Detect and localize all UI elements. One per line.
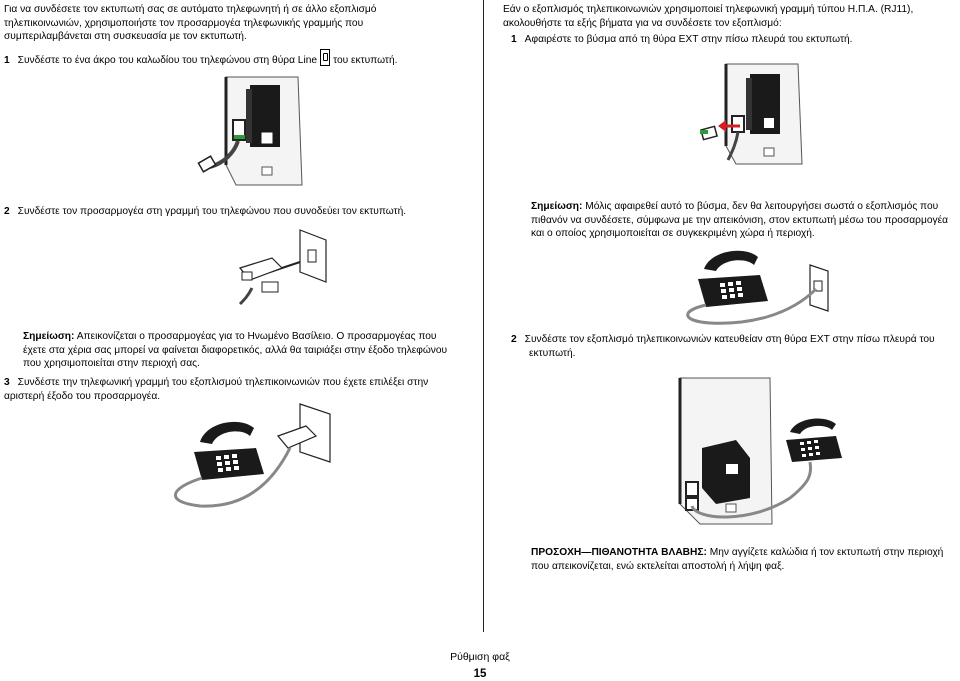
- step-text: του εκτυπωτή.: [333, 55, 398, 66]
- footer-section-title: Ρύθμιση φαξ: [450, 651, 510, 663]
- intro-line: Εάν ο εξοπλισμός τηλεπικοινωνιών χρησιμο…: [503, 4, 914, 15]
- step-number: 2: [511, 334, 517, 345]
- intro-line: ακολουθήστε τα εξής βήματα για να συνδέσ…: [503, 17, 782, 29]
- left-step-3: 3 Συνδέστε την τηλεφωνική γραμμή του εξοπ…: [4, 376, 428, 403]
- intro-line: τηλεπικοινωνιών, χρησιμοποιήστε τον προσ…: [4, 17, 364, 29]
- telephone-wall-jack-illustration: [686, 250, 829, 325]
- note-label: Σημείωση:: [531, 201, 583, 212]
- left-step-1: 1 Συνδέστε το ένα άκρο του καλωδίου του τ…: [4, 49, 397, 68]
- left-step-2: 2 Συνδέστε τον προσαρμογέα στη γραμμή του…: [4, 205, 406, 219]
- caution-label: ΠΡΟΣΟΧΗ—ΠΙΘΑΝΟΤΗΤΑ ΒΛΑΒΗΣ:: [531, 547, 707, 558]
- left-intro: Για να συνδέσετε τον εκτυπωτή σας σε αυτ…: [4, 3, 474, 44]
- step-text: Συνδέστε τον εξοπλισμό τηλεπικοινωνιών κ…: [524, 334, 935, 345]
- step-number: 1: [4, 55, 10, 66]
- column-divider: [483, 0, 484, 632]
- step-text: Συνδέστε τον προσαρμογέα στη γραμμή του …: [17, 206, 407, 217]
- step-text: Συνδέστε την τηλεφωνική γραμμή του εξοπλ…: [17, 377, 429, 388]
- intro-line: Για να συνδέσετε τον εκτυπωτή σας σε αυτ…: [4, 4, 377, 15]
- right-step-2: 2 Συνδέστε τον εξοπλισμό τηλεπικοινωνιών …: [511, 333, 935, 360]
- note-text: έχετε στα χέρια σας μπορεί να φαίνεται δ…: [23, 344, 448, 356]
- right-caution: ΠΡΟΣΟΧΗ—ΠΙΘΑΝΟΤΗΤΑ ΒΛΑΒΗΣ: Μην αγγίζετε …: [531, 546, 956, 573]
- step-text: Συνδέστε το ένα άκρο του καλωδίου του τη…: [17, 55, 318, 66]
- step-text: εκτυπωτή.: [529, 347, 576, 359]
- right-step-1: 1 Αφαιρέστε το βύσμα από τη θύρα EXT στην…: [511, 33, 853, 47]
- caution-text: που απεικονίζεται, ενώ εκτελείται αποστο…: [531, 560, 785, 572]
- right-intro: Εάν ο εξοπλισμός τηλεπικοινωνιών χρησιμο…: [503, 3, 953, 30]
- right-note: Σημείωση: Μόλις αφαιρεθεί αυτό το βύσμα,…: [531, 200, 956, 241]
- note-text: Μόλις αφαιρεθεί αυτό το βύσμα, δεν θα λε…: [585, 201, 939, 212]
- step-number: 3: [4, 377, 10, 388]
- adapter-wall-illustration: [238, 229, 327, 306]
- line-port-icon: [320, 49, 331, 66]
- note-text: που χρησιμοποιείται στην περιοχή σας.: [23, 358, 200, 369]
- note-text: Απεικονίζεται ο προσαρμογέας για το Ηνωμ…: [76, 331, 437, 342]
- caution-text: Μην αγγίζετε καλώδια ή τον εκτυπωτή στην…: [709, 547, 944, 558]
- step-number: 1: [511, 34, 517, 45]
- left-note: Σημείωση: Απεικονίζεται ο προσαρμογέας γ…: [23, 330, 473, 371]
- telephone-adapter-illustration: [174, 403, 331, 508]
- note-text: πιθανόν να συνδέσετε, σύμφωνα με την απε…: [531, 214, 949, 226]
- step-text: Αφαιρέστε το βύσμα από τη θύρα EXT στην …: [524, 34, 853, 45]
- step-number: 2: [4, 206, 10, 217]
- telephone-ext-port-illustration: [678, 377, 842, 525]
- remove-ext-plug-illustration: [700, 63, 803, 165]
- step-text: αριστερή έξοδο του προσαρμογέα.: [4, 390, 161, 402]
- printer-line-port-illustration: [197, 76, 303, 186]
- note-text: και ο οποίος χρησιμοποιείται σε συγκεκρι…: [531, 228, 815, 239]
- page-number: 15: [473, 668, 487, 680]
- note-label: Σημείωση:: [23, 331, 75, 342]
- intro-line: συμπεριλαμβάνεται στη συσκευασία με τον …: [4, 31, 247, 42]
